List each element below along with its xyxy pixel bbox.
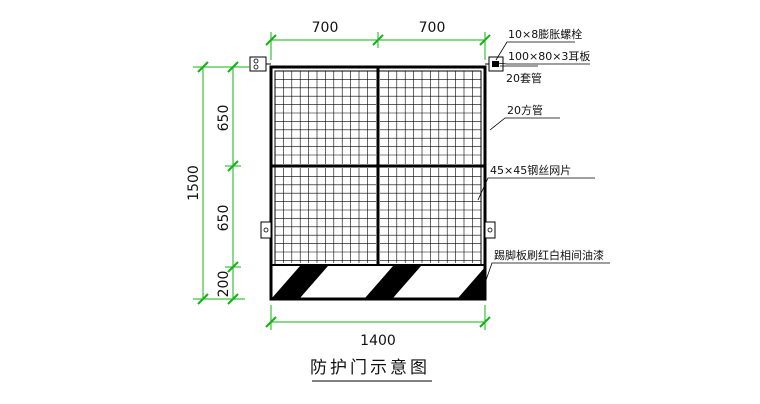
dim-left-lower: 200 <box>216 271 232 298</box>
dim-bottom: 1400 <box>360 333 396 349</box>
callout-mesh: 45×45钢丝网片 <box>490 164 571 177</box>
callout-expansion-bolt: 10×8膨胀螺栓 <box>508 27 582 41</box>
dimension-top <box>265 32 491 60</box>
ear-plate-top-right <box>485 56 504 72</box>
ear-plate-top-left <box>249 56 271 72</box>
mesh-panel <box>275 71 481 263</box>
callout-ear-plate: 100×80×3耳板 <box>508 49 590 63</box>
ear-plate-bottom-left <box>260 221 272 239</box>
dimension-left-total <box>193 61 250 305</box>
gate-frame <box>269 65 487 301</box>
dim-left-upper: 650 <box>216 105 232 132</box>
dim-top-left: 700 <box>312 20 339 36</box>
drawing-title: 防护门示意图 <box>310 358 430 378</box>
dimension-left-segments <box>225 61 241 305</box>
kick-plate <box>272 266 484 298</box>
dim-left-middle: 650 <box>216 205 232 232</box>
callout-square-tube: 20方管 <box>507 103 543 117</box>
callout-sleeve: 20套管 <box>506 71 542 85</box>
callout-leaders <box>477 41 610 281</box>
dim-top-right: 700 <box>419 20 446 36</box>
dim-left-total: 1500 <box>186 165 202 201</box>
ear-plate-bottom-right <box>484 221 496 239</box>
dimension-bottom <box>265 305 491 330</box>
callout-kick-plate: 踢脚板刷红白相间油漆 <box>494 248 604 262</box>
